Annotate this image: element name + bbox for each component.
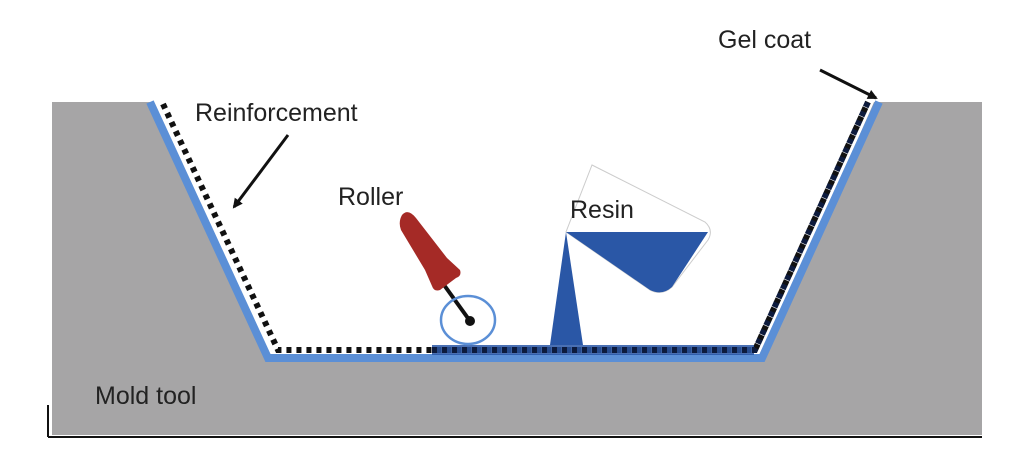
reinforcement-arrow [232, 134, 290, 209]
gel-coat-label: Gel coat [718, 26, 811, 54]
reinforcement-layer [160, 100, 871, 353]
resin-stream [550, 232, 583, 345]
wetted-reinforcement-dots [432, 100, 871, 353]
mold-tool-label: Mold tool [95, 382, 196, 410]
gel-coat-arrow [819, 68, 878, 100]
reinforcement-label: Reinforcement [195, 99, 358, 127]
resin-liquid [566, 232, 708, 293]
roller-axle [465, 316, 475, 326]
roller-label: Roller [338, 183, 403, 211]
gel-coat-layer [146, 100, 883, 362]
resin-label: Resin [570, 196, 634, 224]
roller-wheel-icon [439, 294, 497, 346]
mold-tool [52, 102, 982, 435]
roller-handle-icon [399, 212, 461, 291]
